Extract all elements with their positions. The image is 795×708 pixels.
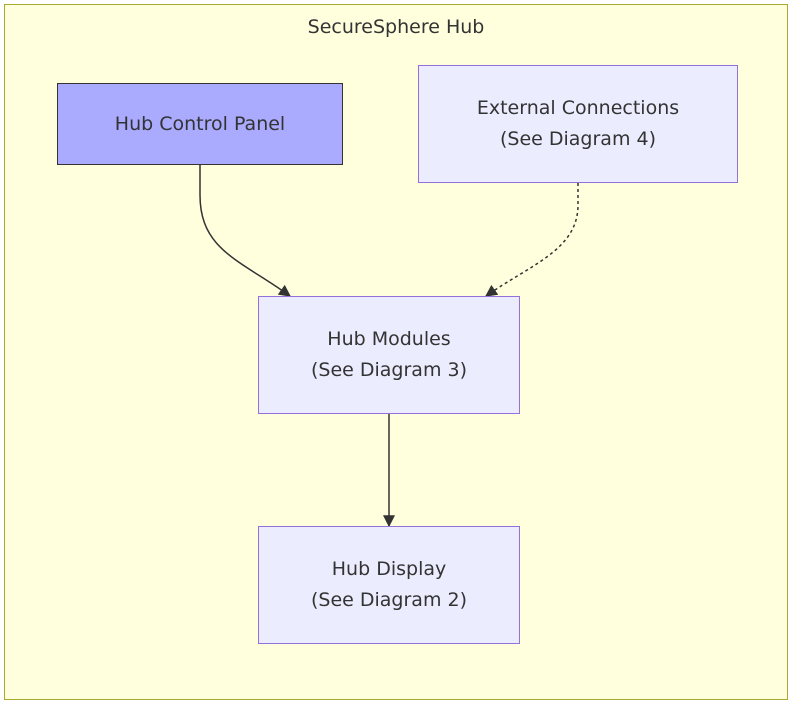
node-hub-modules-label: Hub Modules <box>327 328 451 350</box>
node-hub-modules: Hub Modules (See Diagram 3) <box>258 296 520 414</box>
edge-control-to-modules <box>199 165 291 297</box>
cluster-title: SecureSphere Hub <box>307 16 485 38</box>
node-hub-control-panel-label: Hub Control Panel <box>114 112 286 135</box>
node-external-connections: External Connections (See Diagram 4) <box>418 65 738 183</box>
node-external-connections-label: External Connections <box>476 97 680 119</box>
node-hub-display-label: Hub Display <box>331 558 447 580</box>
node-hub-control-panel: Hub Control Panel <box>57 83 343 165</box>
node-hub-modules-reference: (See Diagram 3) <box>310 359 467 381</box>
node-hub-display: Hub Display (See Diagram 2) <box>258 526 520 644</box>
node-hub-display-reference: (See Diagram 2) <box>310 589 467 611</box>
edge-external-to-modules <box>485 183 579 297</box>
node-external-connections-reference: (See Diagram 4) <box>499 128 656 150</box>
